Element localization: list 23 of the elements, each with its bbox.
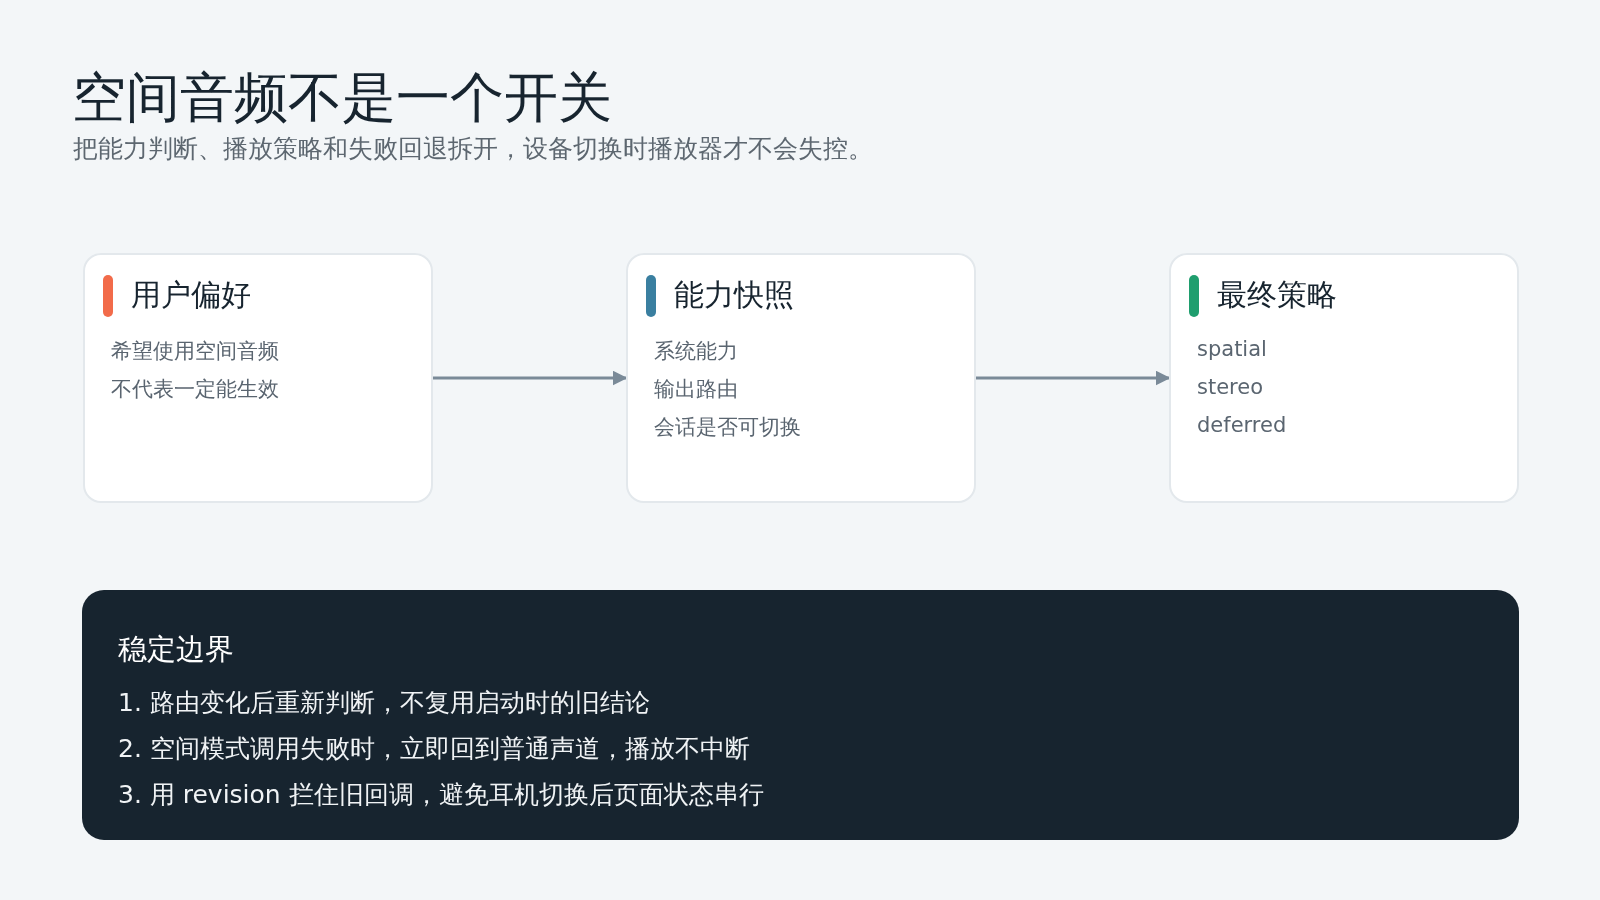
body-text: 系统能力 xyxy=(654,338,738,365)
heading: 稳定边界 xyxy=(118,631,234,668)
list-item: 2. 空间模式调用失败时，立即回到普通声道，播放不中断 xyxy=(118,733,750,765)
body-text: 输出路由 xyxy=(654,376,738,403)
heading: 能力快照 xyxy=(674,276,794,314)
list-item: 3. 用 revision 拦住旧回调，避免耳机切换后页面状态串行 xyxy=(118,779,764,811)
process-card xyxy=(626,253,976,503)
body-text: 不代表一定能生效 xyxy=(111,376,279,403)
subtitle: 把能力判断、播放策略和失败回退拆开，设备切换时播放器才不会失控。 xyxy=(73,133,873,165)
list-item: 1. 路由变化后重新判断，不复用启动时的旧结论 xyxy=(118,687,650,719)
heading: 最终策略 xyxy=(1217,276,1337,314)
heading: 用户偏好 xyxy=(131,276,251,314)
info-panel xyxy=(82,590,1519,840)
arrow xyxy=(433,370,628,386)
body-text: deferred xyxy=(1197,413,1287,437)
arrow xyxy=(976,370,1171,386)
body-text: spatial xyxy=(1197,337,1267,361)
body-text: stereo xyxy=(1197,375,1264,399)
process-card xyxy=(83,253,433,503)
process-card xyxy=(1169,253,1519,503)
title: 空间音频不是一个开关 xyxy=(72,65,612,131)
body-text: 会话是否可切换 xyxy=(654,414,801,441)
body-text: 希望使用空间音频 xyxy=(111,338,279,365)
